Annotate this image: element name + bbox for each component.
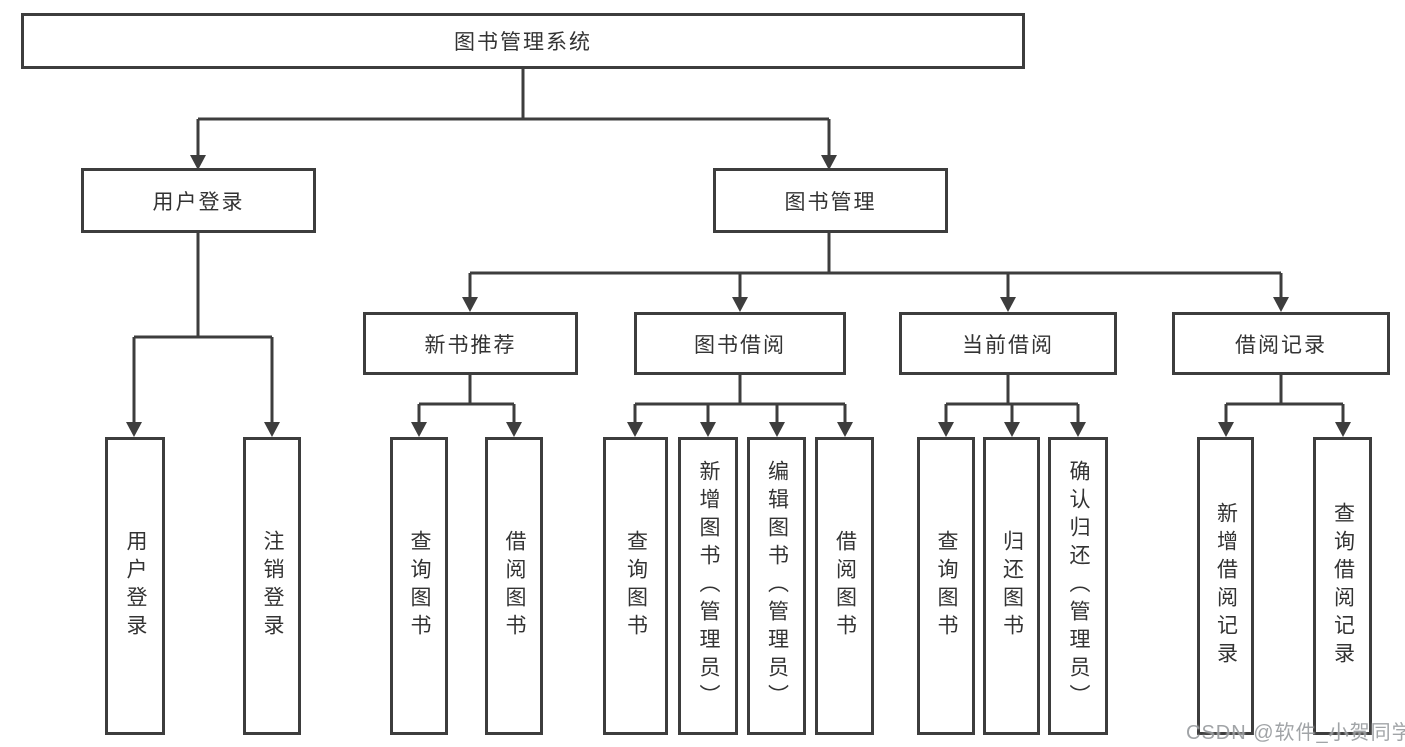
connector-new-book-recommend-children [411,375,522,437]
node-br-query-record: 查询借阅记录 [1313,437,1372,735]
node-cb-query-book: 查询图书 [917,437,975,735]
node-book-management: 图书管理 [713,168,948,233]
connector-user-login-children [126,232,280,437]
node-nb-query-book: 查询图书 [390,437,448,735]
connector-root-to-level1 [190,69,837,170]
node-cb-confirm-return-admin: 确认归还（管理员） [1048,437,1108,735]
node-user-login: 用户登录 [105,437,165,735]
connector-book-borrow-children [627,375,853,437]
node-br-add-record: 新增借阅记录 [1197,437,1254,735]
node-current-borrow: 当前借阅 [899,312,1117,375]
node-new-book-recommend: 新书推荐 [363,312,578,375]
node-logout-login: 注销登录 [243,437,301,735]
csdn-watermark: CSDN @软件_小贺同学 [1186,722,1405,744]
node-cb-return-book: 归还图书 [983,437,1040,735]
node-borrow-record: 借阅记录 [1172,312,1390,375]
node-nb-borrow-book: 借阅图书 [485,437,543,735]
node-system-root: 图书管理系统 [21,13,1025,69]
connector-book-management-children [462,232,1289,312]
node-bb-add-book-admin: 新增图书（管理员） [678,437,738,735]
node-bb-borrow-book: 借阅图书 [815,437,874,735]
connector-borrow-record-children [1218,375,1351,437]
connector-current-borrow-children [938,375,1086,437]
node-bb-edit-book-admin: 编辑图书（管理员） [747,437,806,735]
node-user-login-group: 用户登录 [81,168,316,233]
node-bb-query-book: 查询图书 [603,437,668,735]
node-book-borrow: 图书借阅 [634,312,846,375]
